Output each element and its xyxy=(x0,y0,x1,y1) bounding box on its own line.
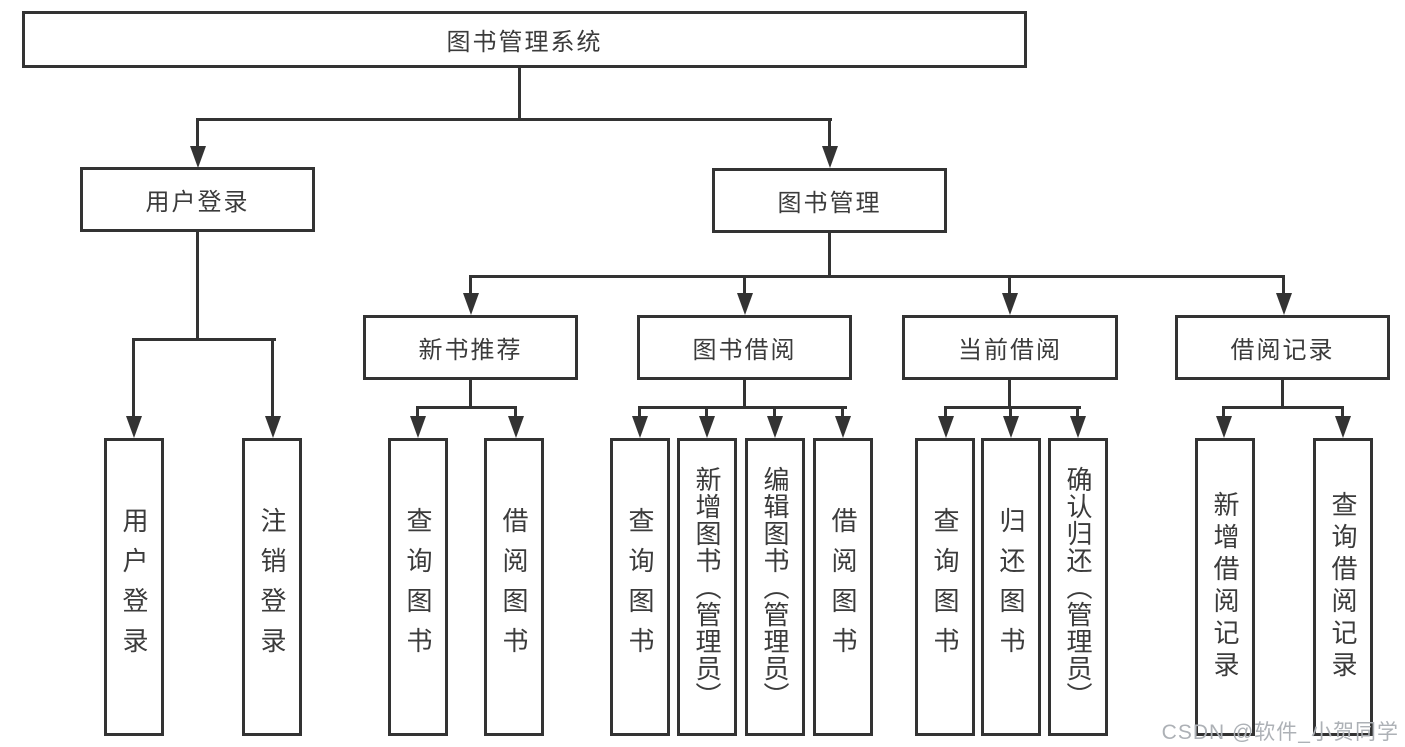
arrowhead-icon xyxy=(1070,416,1086,438)
leaf-label: 查询图书 xyxy=(930,507,960,667)
leaf-label: 编辑图书（管理员） xyxy=(760,465,790,709)
leaf-br-add-record: 新增借阅记录 xyxy=(1195,438,1255,736)
arrowhead-icon xyxy=(938,416,954,438)
connector-drop-book-management xyxy=(828,118,831,146)
leaf-bb-edit-books-admin: 编辑图书（管理员） xyxy=(745,438,805,736)
connector-user-login-rail xyxy=(132,338,276,341)
leaf-bb-query-books: 查询图书 xyxy=(610,438,670,736)
connector-drop-cb-confirm xyxy=(1076,406,1079,418)
arrowhead-icon xyxy=(126,416,142,438)
leaf-nb-query-books: 查询图书 xyxy=(388,438,448,736)
leaf-cb-query-books: 查询图书 xyxy=(915,438,975,736)
arrowhead-icon xyxy=(410,416,426,438)
connector-drop-cb-return xyxy=(1009,406,1012,418)
arrowhead-icon xyxy=(699,416,715,438)
leaf-nb-borrow-books: 借阅图书 xyxy=(484,438,544,736)
arrowhead-icon xyxy=(265,416,281,438)
leaf-user-login: 用户登录 xyxy=(104,438,164,736)
node-new-book-recommend: 新书推荐 xyxy=(363,315,578,380)
node-book-borrow: 图书借阅 xyxy=(637,315,852,380)
node-root: 图书管理系统 xyxy=(22,11,1027,68)
leaf-logout: 注销登录 xyxy=(242,438,302,736)
connector-drop-bb-add xyxy=(705,406,708,418)
arrowhead-icon xyxy=(632,416,648,438)
connector-drop-new-book-recommend xyxy=(469,275,472,293)
arrowhead-icon xyxy=(1002,293,1018,315)
connector-br-stub xyxy=(1281,380,1284,406)
arrowhead-icon xyxy=(190,146,206,168)
arrowhead-icon xyxy=(737,293,753,315)
leaf-label: 借阅图书 xyxy=(499,507,529,667)
leaf-cb-return-books: 归还图书 xyxy=(981,438,1041,736)
connector-root-stub xyxy=(518,68,521,118)
connector-nb-rail xyxy=(416,406,517,409)
leaf-label: 查询借阅记录 xyxy=(1328,491,1358,683)
leaf-label: 新增图书（管理员） xyxy=(692,465,722,709)
connector-cb-stub xyxy=(1008,380,1011,406)
connector-drop-nb-query xyxy=(416,406,419,418)
connector-level3-rail xyxy=(469,275,1285,278)
arrowhead-icon xyxy=(767,416,783,438)
connector-cb-rail xyxy=(944,406,1081,409)
leaf-bb-add-books-admin: 新增图书（管理员） xyxy=(677,438,737,736)
leaf-label: 新增借阅记录 xyxy=(1210,491,1240,683)
connector-drop-current-borrow xyxy=(1008,275,1011,293)
connector-drop-br-query xyxy=(1341,406,1344,418)
connector-br-rail xyxy=(1222,406,1344,409)
node-book-management: 图书管理 xyxy=(712,168,947,233)
leaf-label: 借阅图书 xyxy=(828,507,858,667)
leaf-label: 确认归还（管理员） xyxy=(1063,465,1093,709)
connector-drop-nb-borrow xyxy=(514,406,517,418)
leaf-label: 归还图书 xyxy=(996,507,1026,667)
arrowhead-icon xyxy=(1003,416,1019,438)
leaf-br-query-record: 查询借阅记录 xyxy=(1313,438,1373,736)
node-user-login: 用户登录 xyxy=(80,167,315,232)
leaf-label: 用户登录 xyxy=(119,507,149,667)
connector-level1-rail xyxy=(196,118,832,121)
connector-drop-bb-edit xyxy=(773,406,776,418)
leaf-label: 查询图书 xyxy=(625,507,655,667)
node-current-borrow: 当前借阅 xyxy=(902,315,1118,380)
arrowhead-icon xyxy=(463,293,479,315)
arrowhead-icon xyxy=(1216,416,1232,438)
connector-drop-book-borrow xyxy=(743,275,746,293)
connector-drop-br-add xyxy=(1222,406,1225,418)
node-borrow-records: 借阅记录 xyxy=(1175,315,1390,380)
connector-drop-user-login xyxy=(196,118,199,146)
leaf-cb-confirm-return-admin: 确认归还（管理员） xyxy=(1048,438,1108,736)
arrowhead-icon xyxy=(1335,416,1351,438)
connector-drop-leaf-logout xyxy=(271,338,274,416)
leaf-label: 注销登录 xyxy=(257,507,287,667)
connector-bb-rail xyxy=(638,406,847,409)
connector-nb-stub xyxy=(469,380,472,406)
leaf-bb-borrow-books: 借阅图书 xyxy=(813,438,873,736)
watermark: CSDN @软件_小贺同学 xyxy=(1161,721,1399,744)
connector-book-management-stub xyxy=(828,233,831,275)
connector-drop-bb-borrow xyxy=(841,406,844,418)
arrowhead-icon xyxy=(508,416,524,438)
arrowhead-icon xyxy=(822,146,838,168)
connector-drop-cb-query xyxy=(944,406,947,418)
connector-drop-borrow-records xyxy=(1282,275,1285,293)
connector-drop-leaf-user-login xyxy=(132,338,135,416)
connector-bb-stub xyxy=(743,380,746,406)
connector-user-login-stub xyxy=(196,232,199,338)
arrowhead-icon xyxy=(835,416,851,438)
connector-drop-bb-query xyxy=(638,406,641,418)
arrowhead-icon xyxy=(1276,293,1292,315)
leaf-label: 查询图书 xyxy=(403,507,433,667)
